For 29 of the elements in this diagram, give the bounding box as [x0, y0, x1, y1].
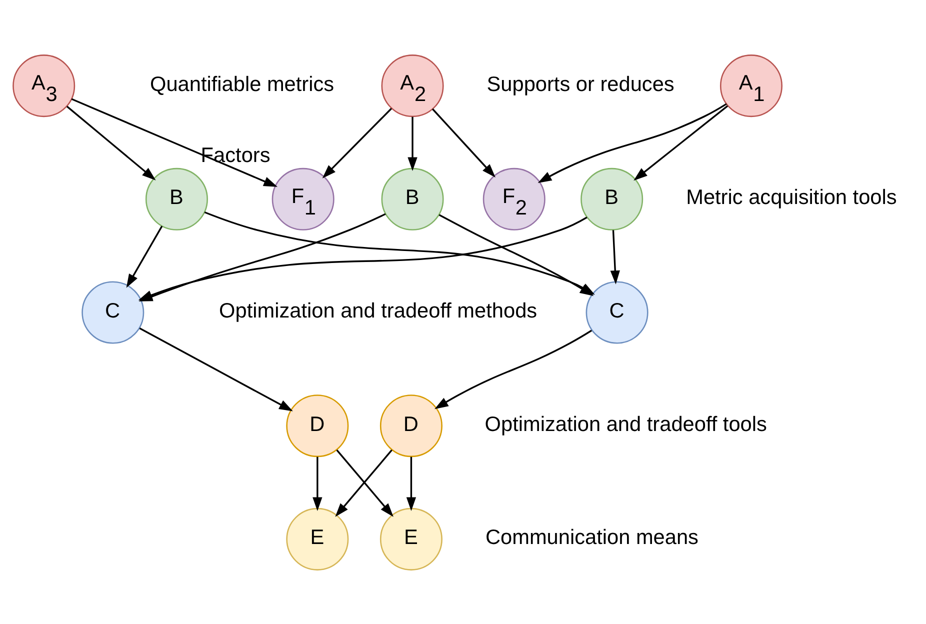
arrow — [312, 456, 322, 511]
arrow — [322, 107, 392, 178]
node-circle: B — [381, 167, 444, 230]
node-circle: C — [82, 280, 144, 344]
node-circle: C — [586, 280, 648, 344]
node-circle: D — [286, 394, 349, 457]
node-circle: B — [580, 167, 644, 230]
arrow — [538, 102, 727, 183]
node-circle: E — [380, 507, 442, 570]
label: Metric acquisition tools — [686, 186, 897, 209]
node-label: Factors — [200, 143, 270, 166]
arrow — [408, 116, 418, 171]
arrow — [126, 225, 163, 288]
arrow — [139, 327, 293, 411]
arrow — [71, 98, 278, 186]
label: Quantifiable metrics — [150, 72, 334, 96]
label: Supports or reduces — [486, 72, 674, 96]
arrow — [432, 108, 496, 178]
label: Communication means — [485, 526, 698, 549]
arrow — [406, 456, 416, 511]
arrow — [610, 230, 620, 284]
node-circle: D — [380, 394, 442, 457]
label: Optimization and tradeoff methods — [219, 298, 538, 322]
arrow — [434, 329, 592, 409]
node-circle: B — [145, 167, 208, 230]
label: Optimization and tradeoff tools — [484, 412, 767, 436]
node-circle: E — [286, 507, 349, 570]
arrow — [66, 105, 156, 180]
arrow — [634, 104, 728, 180]
